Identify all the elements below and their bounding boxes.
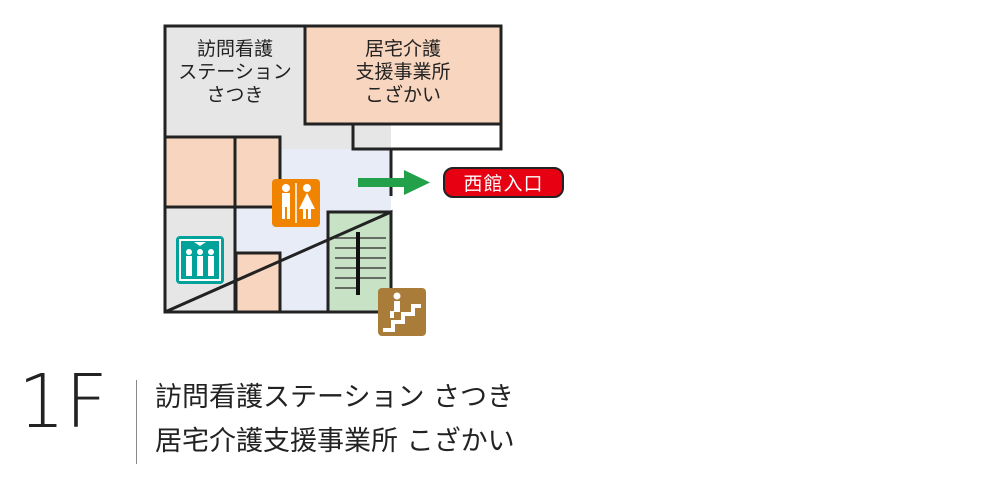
- care-office-notch: [305, 124, 353, 149]
- west-entrance-badge: 西館入口: [443, 167, 564, 198]
- legend-divider: [136, 380, 137, 464]
- stairs-icon: [378, 288, 426, 336]
- restroom-icon: [272, 179, 320, 227]
- facility-list: 訪問看護ステーション さつき 居宅介護支援事業所 こざかい: [155, 376, 515, 464]
- stair-steps: [335, 237, 386, 289]
- nursing-station-label: 訪問看護 ステーション さつき: [178, 38, 292, 106]
- small-room-1: [163, 135, 237, 209]
- entrance-arrow: [358, 170, 430, 195]
- nursing-station-wall: [163, 24, 391, 151]
- care-support-office-label: 居宅介護 支援事業所 こざかい: [355, 38, 451, 106]
- floor-plan-map: [163, 24, 503, 336]
- care-support-office-area: [303, 24, 503, 126]
- outer-wall: [164, 24, 503, 314]
- elevator-icon: [176, 236, 224, 284]
- floor-number: 1F: [18, 359, 108, 445]
- facility-name: 居宅介護支援事業所 こざかい: [155, 426, 515, 457]
- facility-name: 訪問看護ステーション さつき: [155, 382, 515, 413]
- small-room-3: [234, 251, 282, 314]
